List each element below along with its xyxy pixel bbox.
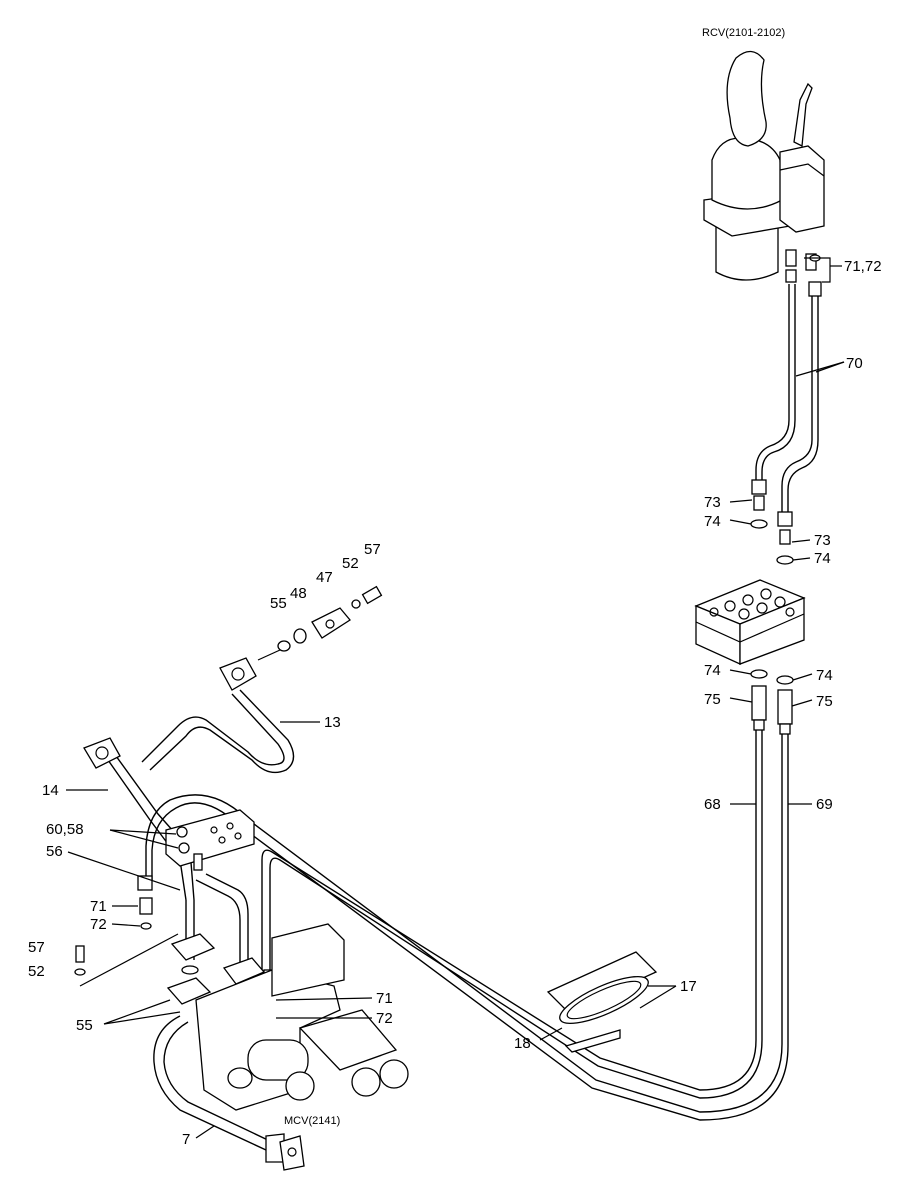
label-71-right: 71	[376, 990, 393, 1007]
label-60-58: 60,58	[46, 821, 84, 838]
fittings-73-74	[750, 479, 794, 565]
label-56: 56	[46, 843, 63, 860]
label-71-72: 71,72	[844, 258, 882, 275]
hose-70	[755, 284, 819, 512]
label-48: 48	[290, 585, 307, 602]
fittings-left	[74, 875, 153, 976]
label-72-right: 72	[376, 1010, 393, 1027]
label-74-lower: 74	[814, 550, 831, 567]
rcv-joystick	[703, 50, 825, 281]
flanges	[83, 657, 257, 769]
manifold-block	[694, 579, 806, 666]
leader-lines	[66, 257, 845, 1139]
label-74-upper: 74	[704, 513, 721, 530]
label-74-right: 74	[816, 667, 833, 684]
label-57-top: 57	[364, 541, 381, 558]
fitting-71-72	[785, 254, 822, 297]
label-55-left: 55	[76, 1017, 93, 1034]
label-70: 70	[846, 355, 863, 372]
label-74-left: 74	[704, 662, 721, 679]
label-13: 13	[324, 714, 341, 731]
pipe-7	[153, 1015, 305, 1171]
hose-clamp-17-18	[546, 951, 658, 1053]
label-75-right: 75	[816, 693, 833, 710]
label-47: 47	[316, 569, 333, 586]
fittings-74-75	[750, 669, 794, 735]
mcv-valve	[195, 923, 409, 1111]
mcv-title: MCV(2141)	[284, 1115, 340, 1127]
label-52-top: 52	[342, 555, 359, 572]
label-73-upper: 73	[704, 494, 721, 511]
label-57-left: 57	[28, 939, 45, 956]
label-52-left: 52	[28, 963, 45, 980]
rcv-title: RCV(2101-2102)	[702, 27, 785, 39]
label-73-lower: 73	[814, 532, 831, 549]
flange-group-top	[257, 585, 383, 661]
label-71-left: 71	[90, 898, 107, 915]
label-69: 69	[816, 796, 833, 813]
label-75-left: 75	[704, 691, 721, 708]
label-68: 68	[704, 796, 721, 813]
label-18: 18	[514, 1035, 531, 1052]
label-55-top: 55	[270, 595, 287, 612]
label-72-left: 72	[90, 916, 107, 933]
label-14: 14	[42, 782, 59, 799]
bracket-60-58	[165, 809, 255, 871]
label-17: 17	[680, 978, 697, 995]
label-7: 7	[182, 1131, 190, 1148]
